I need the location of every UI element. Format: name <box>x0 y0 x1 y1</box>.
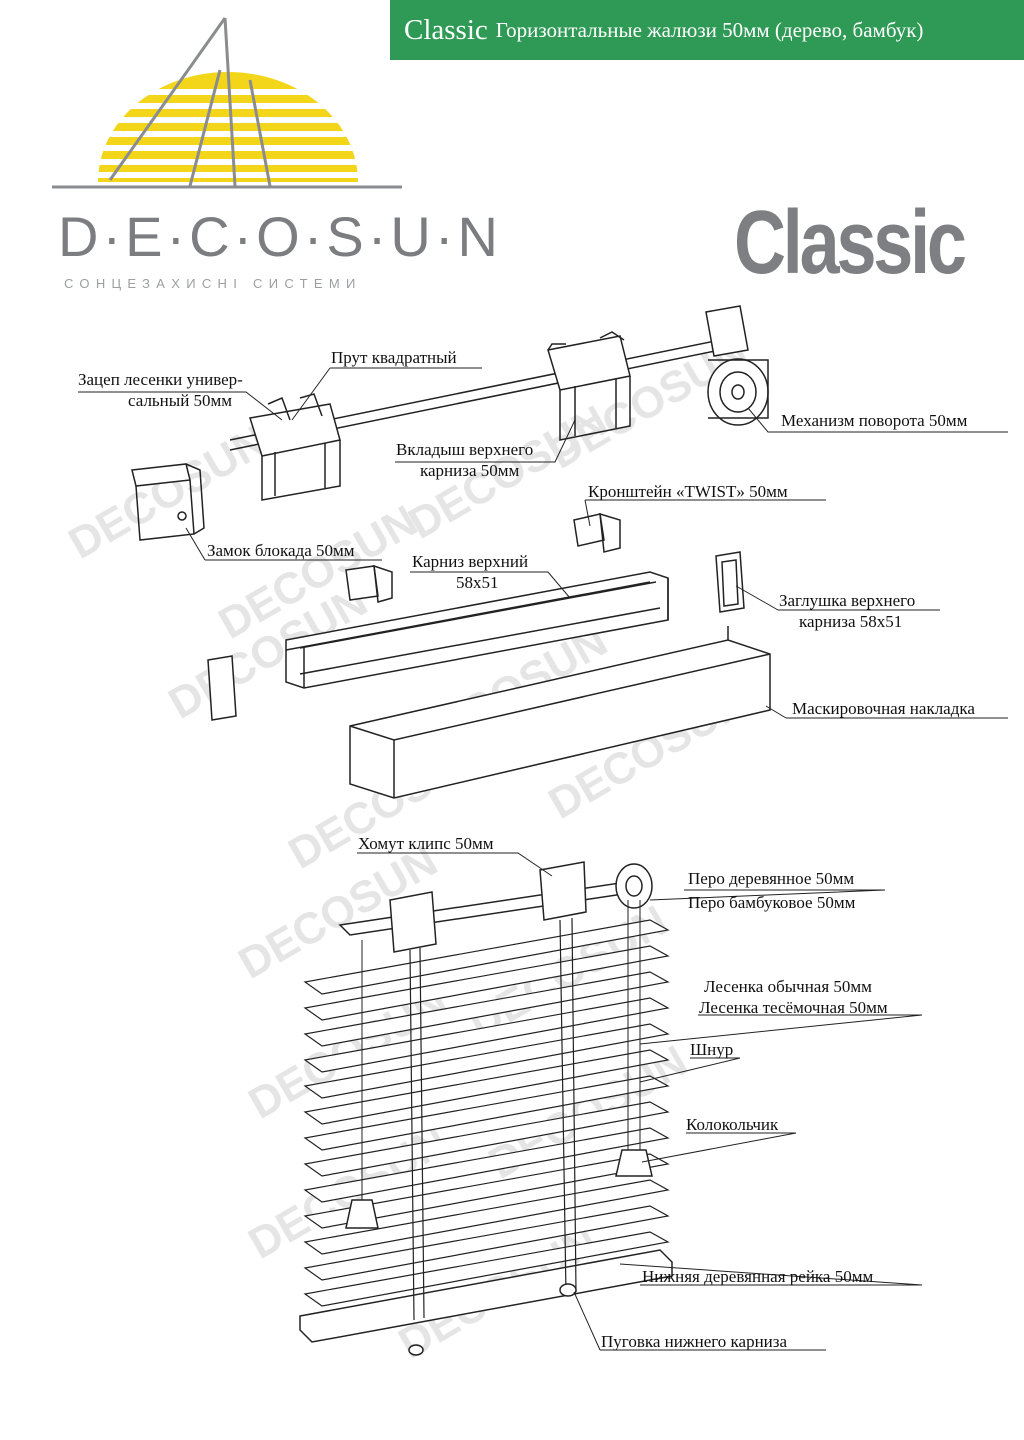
label-end-cap-line2: карниза 58х51 <box>799 612 903 631</box>
label-ladder-plain: Лесенка обычная 50мм <box>704 977 872 996</box>
bottom-button-part <box>559 1283 577 1297</box>
label-slat-bamboo: Перо бамбуковое 50мм <box>688 893 856 912</box>
label-ladder-hook-line2: сальный 50мм <box>128 391 233 410</box>
label-bottom-rail: Нижняя деревянная рейка 50мм <box>642 1267 874 1286</box>
slat-stack <box>303 919 670 1307</box>
banner-description: Горизонтальные жалюзи 50мм (дерево, бамб… <box>495 17 924 42</box>
valance-part <box>349 626 771 799</box>
leader-lines <box>78 367 1008 1351</box>
label-valance: Маскировочная накладка <box>792 699 975 718</box>
headrail-cradle-part <box>547 331 631 441</box>
ladder-hook-part <box>249 393 341 501</box>
cord-lock-part <box>131 463 205 541</box>
banner-brand: Classic <box>404 13 488 46</box>
decosun-logo <box>52 17 402 189</box>
sun-icon <box>80 72 370 182</box>
label-rod: Прут квадратный <box>331 348 457 367</box>
label-cradle-line1: Вкладыш верхнего <box>396 440 534 459</box>
label-cord: Шнур <box>690 1040 734 1059</box>
label-headrail-line1: Карниз верхний <box>412 552 529 571</box>
pull-cords <box>361 900 641 1200</box>
label-ladder-hook-line1: Зацеп лесенки универ- <box>78 370 243 389</box>
title-banner: Classic Горизонтальные жалюзи 50мм (дере… <box>390 0 1024 60</box>
headrail-part <box>285 571 669 689</box>
label-headrail-line2: 58х51 <box>456 573 499 592</box>
bottom-button-part <box>408 1344 424 1356</box>
logo-tagline: СОНЦЕЗАХИСНІ СИСТЕМИ <box>64 276 362 291</box>
product-title: Classic <box>734 193 967 293</box>
label-tilt-mechanism: Механизм поворота 50мм <box>781 411 968 430</box>
label-cord-lock: Замок блокада 50мм <box>207 541 355 560</box>
tassel-part <box>345 1199 379 1229</box>
logo-wordmark: D·E·C·O·S·U·N <box>58 205 502 268</box>
label-cradle-line2: карниза 50мм <box>420 461 520 480</box>
label-bottom-button: Пуговка нижнего карниза <box>601 1332 788 1351</box>
end-cap-part <box>207 551 745 721</box>
label-clip: Хомут клипс 50мм <box>358 834 494 853</box>
sail-icon <box>108 17 272 187</box>
label-twist-bracket: Кронштейн «TWIST» 50мм <box>588 482 788 501</box>
assembled-blind <box>299 861 673 1356</box>
label-slat-wood: Перо деревянное 50мм <box>688 869 855 888</box>
label-end-cap-line1: Заглушка верхнего <box>779 591 916 610</box>
label-tassel: Колокольчик <box>686 1115 779 1134</box>
tilt-mechanism-part <box>705 305 769 426</box>
ladder-cords <box>409 917 577 1321</box>
twist-bracket-part <box>345 512 621 603</box>
label-ladder-tape: Лесенка тесёмочная 50мм <box>699 998 888 1017</box>
tassel-part <box>615 1149 653 1177</box>
bottom-rail-part <box>299 1249 673 1343</box>
